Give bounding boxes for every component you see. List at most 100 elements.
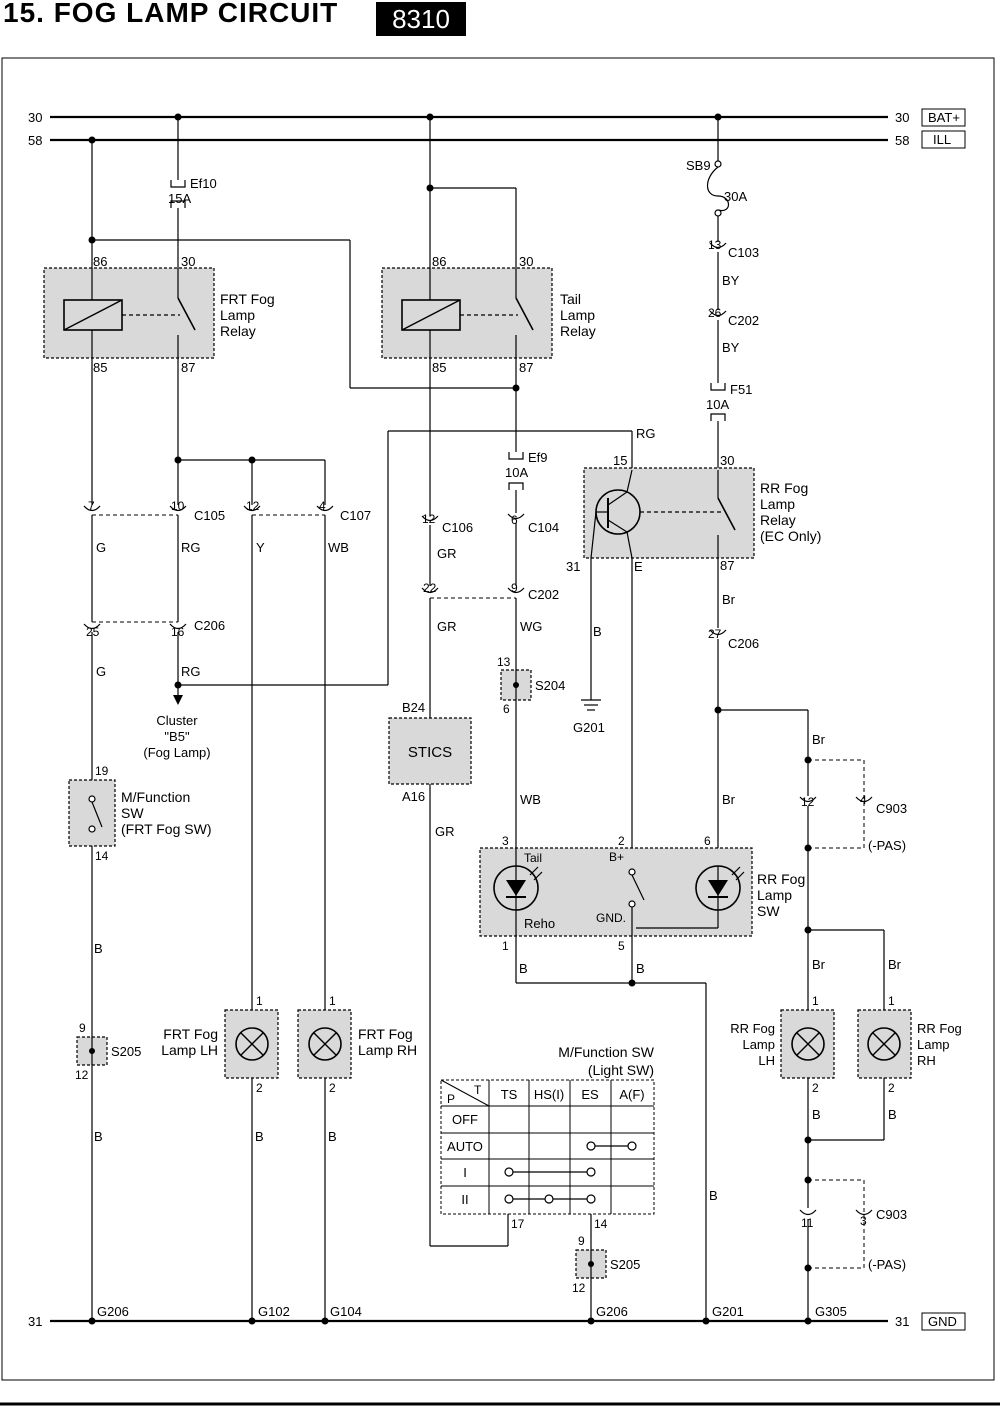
- mfunc-label-3: (FRT Fog SW): [121, 821, 212, 837]
- ill-rail-num-right: 58: [895, 133, 909, 148]
- s205-bottom-label: S205: [610, 1257, 640, 1272]
- ef9-label: Ef9: [528, 450, 548, 465]
- wire-b-relay: B: [593, 624, 602, 639]
- rr-relay-label-2: Lamp: [760, 496, 795, 512]
- diagram-frame: [1, 57, 995, 1381]
- s204-pin-13: 13: [497, 655, 511, 669]
- rr-relay-pin-e: E: [634, 559, 643, 574]
- rr-sw-bplus-label: B+: [609, 850, 624, 864]
- rr-fog-lamp-lh: 1 2 RR Fog Lamp LH B: [730, 994, 835, 1208]
- rr-sw-label-3: SW: [757, 903, 780, 919]
- connector-c202: 22 9 C202 GR WG: [421, 581, 559, 634]
- frt-lh-label-1: FRT Fog: [163, 1026, 218, 1042]
- g104-label: G104: [330, 1304, 362, 1319]
- rr-fog-lamp-rh: 1 2 RR Fog Lamp RH B: [808, 994, 962, 1141]
- ill-rail-label: ILL: [933, 132, 951, 147]
- frt-lh-label-2: Lamp LH: [161, 1042, 218, 1058]
- wire-g-1: G: [96, 540, 106, 555]
- tail-relay-label-2: Lamp: [560, 307, 595, 323]
- c107-pin-4: 4: [319, 499, 326, 513]
- frt-relay-label-1: FRT Fog: [220, 291, 275, 307]
- c106-pin-12: 12: [422, 512, 436, 526]
- rr-relay-pin-15: 15: [613, 453, 627, 468]
- rr-lh-pin-2: 2: [812, 1081, 819, 1095]
- mfunc-pin-19: 19: [95, 764, 109, 778]
- rr-rh-pin-2: 2: [888, 1081, 895, 1095]
- c202-pin-22: 22: [423, 581, 437, 595]
- rr-sw-reho-label: Reho: [524, 916, 555, 931]
- page-title: 15. FOG LAMP CIRCUIT: [3, 0, 339, 28]
- rr-sw-tail-label: Tail: [524, 851, 542, 865]
- s205-left-pin-12: 12: [75, 1068, 89, 1082]
- mfunc-label-1: M/Function: [121, 789, 190, 805]
- rr-sw-pin-1: 1: [502, 939, 509, 953]
- rr-relay-pin-31: 31: [566, 559, 580, 574]
- splice-s204: 13 6 S204 WB: [497, 598, 565, 848]
- light-sw-corner-t: T: [474, 1083, 482, 1097]
- wire-b-9: B: [888, 1107, 897, 1122]
- wire-g-2: G: [96, 664, 106, 679]
- splice-s205-left: 9 12 S205 B: [75, 1021, 141, 1321]
- s205-left-pin-9: 9: [79, 1021, 86, 1035]
- light-sw-row-i: I: [463, 1165, 467, 1180]
- wiring-upper: Ef10 15A Ef9 10A RG: [91, 117, 656, 686]
- wire-gr-1: GR: [437, 546, 457, 561]
- frt-relay-pin-30: 30: [181, 254, 195, 269]
- rr-rh-label-2: Lamp: [917, 1037, 950, 1052]
- connector-row-1: 7 10 C105 12 4 C107 12 C106 6 C104: [83, 358, 559, 535]
- tail-relay-pin-30: 30: [519, 254, 533, 269]
- wire-by-1: BY: [722, 273, 740, 288]
- c903-top-pas: (-PAS): [868, 838, 906, 853]
- s204-label: S204: [535, 678, 565, 693]
- rr-relay-pin-30: 30: [720, 453, 734, 468]
- frt-relay-pin-87: 87: [181, 360, 195, 375]
- c903-bottom-pas: (-PAS): [868, 1257, 906, 1272]
- mfunction-frt-fog-switch: 19 14 M/Function SW (FRT Fog SW) B: [68, 764, 212, 1037]
- wire-wb-2: WB: [520, 792, 541, 807]
- c903-bottom-label: C903: [876, 1207, 907, 1222]
- rr-relay-lower: B G201 Br 27 C206 Br Br: [573, 558, 826, 893]
- sb9-amp: 30A: [724, 189, 747, 204]
- c202-pin-26: 26: [708, 306, 722, 320]
- rr-sw-pin-6: 6: [704, 834, 711, 848]
- wire-rg-1: RG: [181, 540, 201, 555]
- wire-br-5: Br: [888, 957, 902, 972]
- rr-lh-pin-1: 1: [812, 994, 819, 1008]
- c903-bottom-pin-11: 11: [801, 1216, 814, 1230]
- rr-relay-feed: SB9 30A 13 C103 BY 26 C202 BY F51 10A: [686, 117, 759, 470]
- wire-gr-3: GR: [435, 824, 455, 839]
- frt-relay-label-3: Relay: [220, 323, 256, 339]
- frt-rh-pin-2: 2: [329, 1081, 336, 1095]
- c105-pin-7: 7: [88, 499, 95, 513]
- g201-label-top: G201: [573, 720, 605, 735]
- wire-b-7: B: [709, 1188, 718, 1203]
- c103-pin: 13: [708, 238, 722, 252]
- g305-label: G305: [815, 1304, 847, 1319]
- rr-sw-pin-5: 5: [618, 939, 625, 953]
- rr-relay-label-3: Relay: [760, 512, 796, 528]
- light-sw-pin-14: 14: [594, 1217, 608, 1231]
- rr-sw-label-1: RR Fog: [757, 871, 805, 887]
- frt-lh-pin-2: 2: [256, 1081, 263, 1095]
- gnd-rail-label: GND: [928, 1314, 957, 1329]
- c105-label: C105: [194, 508, 225, 523]
- cluster-label-1: Cluster: [156, 713, 198, 728]
- rr-fog-lamp-switch: Tail Reho B+ GND. 3 2 6 1 5 RR Fog Lamp …: [479, 834, 805, 1321]
- c104-label: C104: [528, 520, 559, 535]
- wire-br-3: Br: [722, 792, 736, 807]
- frt-lh-pin-1: 1: [256, 994, 263, 1008]
- g102-label: G102: [258, 1304, 290, 1319]
- rr-relay-pin-87: 87: [720, 558, 734, 573]
- wire-rg-relay: RG: [636, 426, 656, 441]
- c903-top-pin-4: 4: [860, 793, 867, 807]
- rr-sw-gnd-label: GND.: [596, 911, 626, 925]
- wire-gr-2: GR: [437, 619, 457, 634]
- ef10-amp: 15A: [168, 191, 191, 206]
- connector-c903-top: 12 4 C903 (-PAS) Br Br: [799, 759, 907, 1010]
- ef10-label: Ef10: [190, 176, 217, 191]
- light-sw-pin-17: 17: [511, 1217, 525, 1231]
- c202-label-top: C202: [728, 313, 759, 328]
- light-sw-col-ts: TS: [501, 1087, 518, 1102]
- ill-rail: 58 58 ILL: [28, 130, 966, 149]
